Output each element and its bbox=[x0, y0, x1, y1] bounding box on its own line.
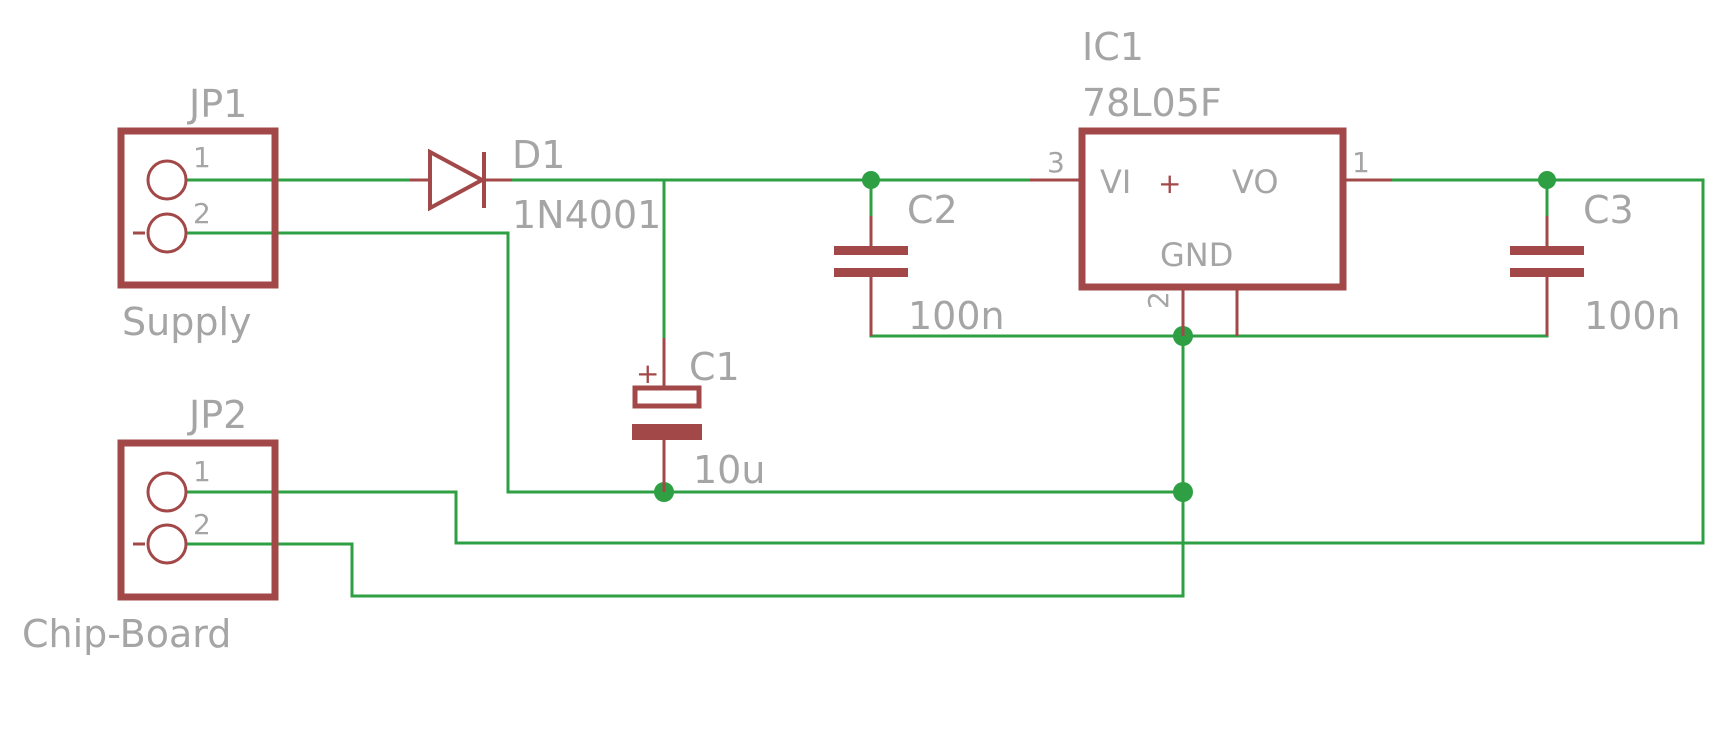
jp2-ref-label: JP2 bbox=[187, 393, 247, 437]
jp2-pin1-number: 1 bbox=[193, 455, 211, 488]
c2-capacitor: C2 100n bbox=[834, 188, 1005, 338]
ic1-body bbox=[1078, 127, 1347, 291]
net-jp2-pin2-ground bbox=[173, 542, 1185, 598]
d1-triangle bbox=[428, 148, 487, 212]
net-jp1-pin2-ground bbox=[173, 231, 1185, 494]
d1-ref-label: D1 bbox=[512, 133, 565, 177]
wires bbox=[173, 178, 1705, 598]
c3-bottom-plate bbox=[1510, 268, 1584, 277]
c1-negative-plate bbox=[632, 424, 702, 440]
c2-ref-label: C2 bbox=[907, 188, 958, 232]
c1-ref-label: C1 bbox=[689, 345, 740, 389]
c2-bottom-plate bbox=[834, 268, 908, 277]
c2-value-label: 100n bbox=[908, 294, 1005, 338]
c1-positive-plate bbox=[632, 385, 702, 409]
ic1-vo-label: VO bbox=[1232, 163, 1279, 201]
jp2-pin1-pad bbox=[146, 471, 188, 513]
jp1-pin1-pad bbox=[146, 159, 188, 201]
jp1-connector: JP1 1 2 Supply bbox=[117, 82, 279, 344]
jp1-body bbox=[117, 127, 279, 289]
jp2-pin2-pad bbox=[146, 523, 188, 565]
ic1-pin-gnd-number: 2 bbox=[1142, 291, 1175, 309]
c1-value-label: 10u bbox=[693, 448, 765, 492]
net-vo-output bbox=[173, 178, 1705, 545]
ic1-ref-label: IC1 bbox=[1082, 25, 1144, 69]
c1-capacitor: + C1 10u bbox=[632, 338, 765, 492]
ic1-vi-label: VI bbox=[1100, 163, 1131, 201]
ic1-vi-plus-mark: + bbox=[1158, 167, 1181, 200]
c3-ref-label: C3 bbox=[1583, 188, 1634, 232]
ic1-regulator: IC1 78L05F 3 1 2 VI + VO GND bbox=[1030, 25, 1392, 336]
ic1-pin-in-number: 3 bbox=[1047, 146, 1065, 179]
ic1-pin-out-number: 1 bbox=[1352, 146, 1370, 179]
c3-capacitor: C3 100n bbox=[1510, 188, 1681, 338]
jp1-pin1-number: 1 bbox=[193, 141, 211, 174]
jp2-pin2-number: 2 bbox=[193, 508, 211, 541]
junction-c3-top bbox=[1538, 171, 1556, 189]
jp1-ref-label: JP1 bbox=[187, 82, 247, 126]
junction-c2-top bbox=[862, 171, 880, 189]
c2-top-plate bbox=[834, 246, 908, 255]
jp1-value-label: Supply bbox=[122, 300, 252, 344]
ic1-value-label: 78L05F bbox=[1082, 81, 1222, 125]
d1-value-label: 1N4001 bbox=[512, 193, 661, 237]
jp2-value-label: Chip-Board bbox=[22, 612, 231, 656]
junction-gnd-lower bbox=[1173, 482, 1193, 502]
c3-top-plate bbox=[1510, 246, 1584, 255]
c3-value-label: 100n bbox=[1584, 294, 1681, 338]
jp2-body bbox=[117, 439, 279, 601]
d1-diode: D1 1N4001 bbox=[410, 133, 661, 237]
jp1-pin2-number: 2 bbox=[193, 197, 211, 230]
c1-polarity-mark: + bbox=[636, 357, 659, 390]
jp1-pin2-pad bbox=[146, 212, 188, 254]
ic1-gnd-label: GND bbox=[1160, 236, 1233, 274]
jp2-connector: JP2 1 2 Chip-Board bbox=[22, 393, 279, 656]
